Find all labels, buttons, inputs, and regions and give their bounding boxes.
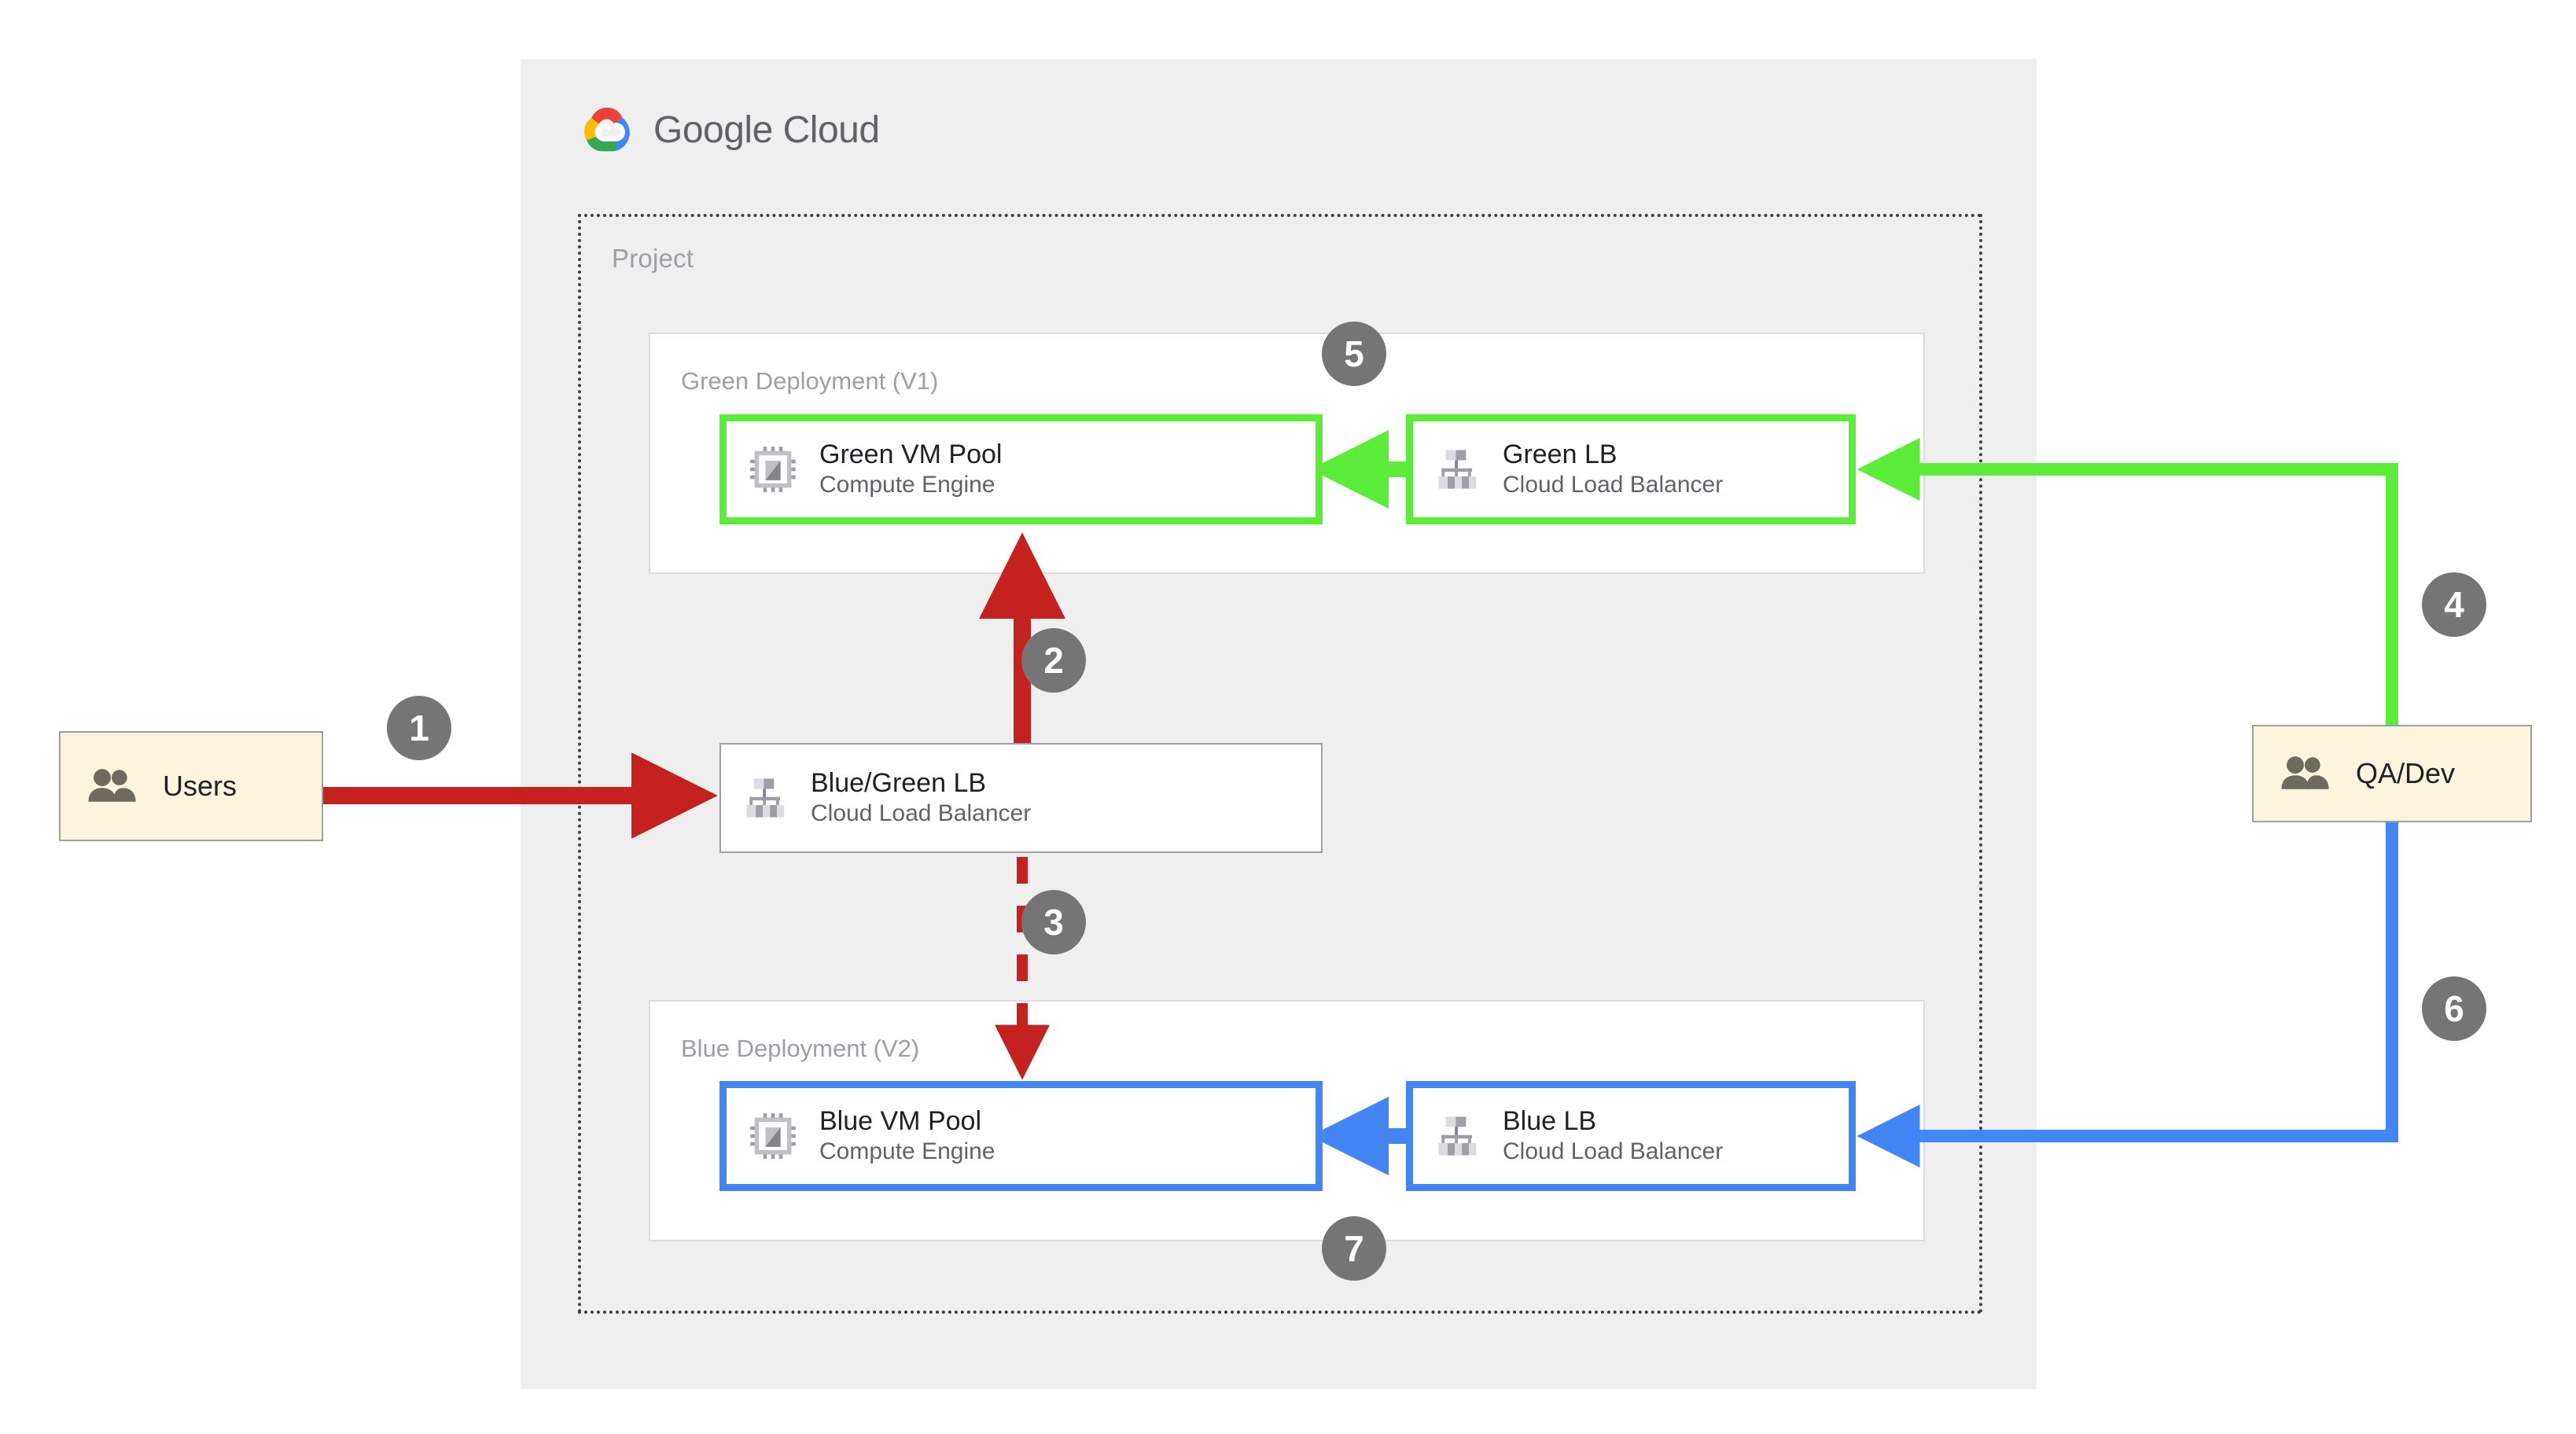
users-icon — [2281, 756, 2329, 789]
node-blue-green-lb[interactable]: Blue/Green LB Cloud Load Balancer — [719, 743, 1323, 853]
cloud-load-balancer-icon — [746, 778, 785, 818]
step-badge-4: 4 — [2422, 572, 2486, 637]
node-subtitle: Compute Engine — [819, 1138, 995, 1165]
blue-deployment-label: Blue Deployment (V2) — [681, 1035, 920, 1062]
compute-engine-icon — [750, 447, 796, 492]
step-badge-1: 1 — [387, 696, 451, 760]
google-cloud-wordmark: Google Cloud — [653, 108, 880, 152]
node-subtitle: Cloud Load Balancer — [1503, 472, 1724, 498]
compute-engine-icon — [750, 1113, 796, 1159]
step-badge-7: 7 — [1322, 1216, 1386, 1281]
project-label: Project — [612, 244, 694, 273]
node-subtitle: Compute Engine — [819, 472, 995, 498]
node-title: Blue LB — [1503, 1106, 1597, 1137]
step-badge-6: 6 — [2422, 976, 2486, 1041]
node-subtitle: Cloud Load Balancer — [1503, 1138, 1724, 1165]
actor-label: Users — [163, 770, 237, 802]
node-title: Green VM Pool — [819, 439, 1003, 470]
actor-users[interactable]: Users — [59, 731, 323, 841]
step-badge-2: 2 — [1021, 628, 1086, 693]
node-title: Blue/Green LB — [811, 768, 987, 799]
node-green-vm-pool[interactable]: Green VM Pool Compute Engine — [719, 414, 1323, 524]
users-icon — [88, 769, 136, 802]
cloud-load-balancer-icon — [1438, 450, 1477, 489]
node-title: Green LB — [1503, 439, 1617, 470]
project-boundary — [578, 214, 1982, 1314]
node-blue-lb[interactable]: Blue LB Cloud Load Balancer — [1406, 1081, 1856, 1191]
google-cloud-brand: Google Cloud — [578, 101, 880, 159]
node-subtitle: Cloud Load Balancer — [811, 800, 1032, 827]
step-badge-3: 3 — [1021, 890, 1086, 954]
node-green-lb[interactable]: Green LB Cloud Load Balancer — [1406, 414, 1856, 524]
cloud-load-balancer-icon — [1438, 1116, 1477, 1156]
brand-word-google: Google — [653, 108, 773, 151]
green-deployment-label: Green Deployment (V1) — [681, 367, 939, 395]
node-blue-vm-pool[interactable]: Blue VM Pool Compute Engine — [719, 1081, 1323, 1191]
step-badge-5: 5 — [1322, 322, 1386, 386]
actor-qa-dev[interactable]: QA/Dev — [2252, 725, 2532, 822]
google-cloud-logo-icon — [584, 107, 630, 152]
brand-word-cloud: Cloud — [782, 108, 880, 151]
actor-label: QA/Dev — [2356, 757, 2456, 789]
node-title: Blue VM Pool — [819, 1106, 981, 1137]
